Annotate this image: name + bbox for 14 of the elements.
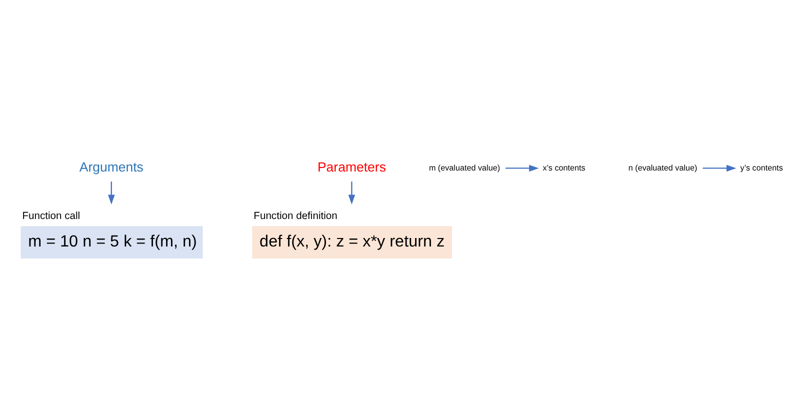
- arrow: [348, 182, 356, 205]
- node-text: y’s contents: [740, 163, 783, 172]
- node-text: n (evaluated value): [628, 163, 698, 172]
- arrow: [702, 164, 736, 172]
- node-box: m = 10 n = 5 k = f(m, n): [20, 226, 203, 259]
- node-box: def f(x, y): z = x*y return z: [252, 226, 452, 259]
- node-text: Parameters: [317, 159, 386, 174]
- arrow: [108, 182, 115, 205]
- node-text: m (evaluated value): [428, 163, 500, 172]
- node-label: Function definition: [254, 210, 338, 222]
- node-label: Function call: [22, 210, 80, 222]
- arrow: [506, 164, 539, 172]
- node-text: x’s contents: [542, 163, 586, 172]
- node-text: Arguments: [79, 159, 144, 174]
